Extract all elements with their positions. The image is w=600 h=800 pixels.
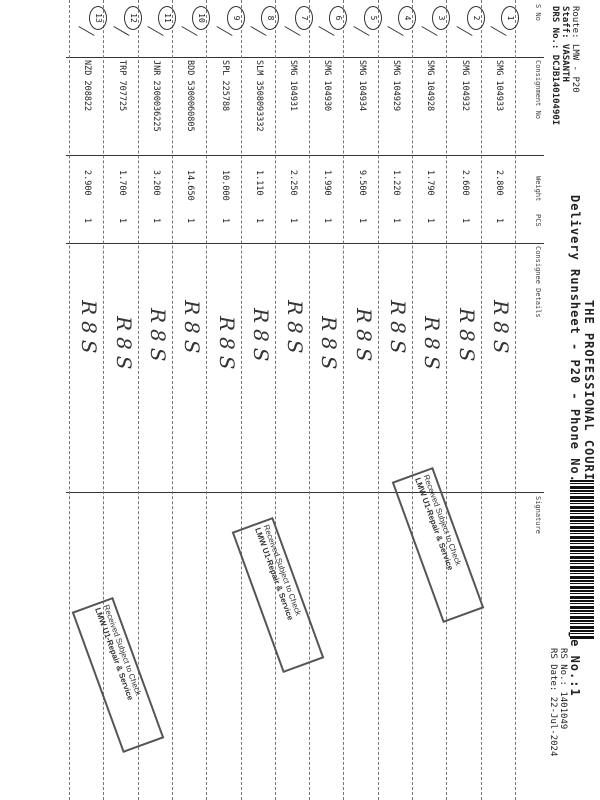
- row-line: [274, 0, 276, 800]
- weight: 2.250: [288, 170, 299, 196]
- receiver-signature: R8S: [111, 316, 136, 376]
- row-line: [446, 0, 448, 800]
- col-signature: Signature: [534, 496, 542, 534]
- consignment-no: SMG 104933: [494, 60, 504, 112]
- receiver-signature: R8S: [283, 300, 308, 360]
- rs-no: RS No.: 1401049: [558, 648, 568, 730]
- receiver-signature: R8S: [317, 316, 342, 376]
- sno-circle: 7: [295, 6, 314, 30]
- barcode: [570, 480, 594, 640]
- pcs: 1: [185, 218, 196, 224]
- receiver-signature: R8S: [180, 300, 205, 360]
- weight: 10.000: [219, 170, 230, 201]
- sno-circle: 10: [192, 6, 211, 30]
- weight: 9.500: [356, 170, 367, 196]
- sno-circle: 13: [89, 6, 108, 30]
- receiver-signature: R8S: [489, 300, 513, 360]
- receiver-signature: R8S: [146, 308, 170, 368]
- col-consignment: Consignment No: [534, 60, 542, 120]
- pcs: 1: [322, 218, 333, 224]
- receiver-signature: R8S: [454, 308, 479, 368]
- weight: 1.110: [253, 170, 264, 196]
- pcs: 1: [356, 218, 367, 224]
- sno-circle: 12: [123, 6, 142, 30]
- row-line: [377, 0, 379, 800]
- weight: 2.800: [494, 170, 504, 196]
- row-line: [343, 0, 345, 800]
- consignment-no: SMG 104931: [288, 60, 299, 112]
- consignment-no: SLM 3508093332: [253, 60, 264, 132]
- pcs: 1: [82, 218, 93, 224]
- receiver-signature: R8S: [420, 316, 445, 376]
- row-line: [172, 0, 173, 800]
- pcs: 1: [151, 218, 161, 224]
- weight: 1.700: [116, 170, 127, 196]
- row-line: [240, 0, 242, 800]
- receiver-signature: R8S: [351, 308, 376, 368]
- weight: 1.790: [425, 170, 436, 196]
- row-line: [480, 0, 482, 800]
- pcs: 1: [425, 218, 436, 224]
- sno-circle: 6: [329, 6, 348, 30]
- sno-circle: 9: [226, 6, 245, 30]
- row-line: [412, 0, 414, 800]
- consignment-no: NZD 208822: [82, 60, 93, 112]
- receiver-signature: R8S: [77, 300, 102, 360]
- consignment-no: SMG 104928: [425, 60, 436, 112]
- drs-no: DRS No.: DCJB14010490I: [550, 6, 560, 126]
- col-sno: S No: [534, 4, 542, 21]
- staff: Staff: VASANTH: [560, 6, 570, 82]
- consignment-no: SMG 104930: [322, 60, 333, 112]
- col-consignee: Consignee Details: [534, 246, 542, 318]
- pcs: 1: [253, 218, 264, 224]
- sno-circle: 11: [158, 6, 176, 30]
- pcs: 1: [288, 218, 299, 224]
- row-line: [206, 0, 208, 800]
- col-pcs: PCS: [534, 214, 542, 227]
- consignment-no: SPL 225788: [219, 60, 230, 112]
- consignment-no: BDD 5300060805: [185, 60, 196, 132]
- sno-circle: 5: [363, 6, 382, 30]
- weight: 1.220: [391, 170, 402, 196]
- weight: 3.200: [151, 170, 161, 196]
- weight: 2.600: [459, 170, 470, 196]
- col-weight: Weight: [534, 176, 542, 202]
- consignment-no: SMG 104929: [391, 60, 402, 112]
- receiver-signature: R8S: [386, 300, 411, 360]
- weight: 14.650: [185, 170, 196, 201]
- receiver-signature: R8S: [214, 316, 239, 376]
- consignment-no: TRP 707725: [116, 60, 127, 112]
- weight: 2.900: [82, 170, 93, 196]
- weight: 1.990: [322, 170, 333, 196]
- sno-circle: 3: [432, 6, 451, 30]
- sno-circle: 8: [260, 6, 279, 30]
- row-line: [309, 0, 311, 800]
- receiver-signature: R8S: [248, 308, 273, 368]
- rs-date: RS Date: 22-Jul-2024: [548, 648, 558, 757]
- sno-circle: 2: [466, 6, 485, 30]
- sno-circle: 1: [501, 6, 519, 30]
- pcs: 1: [459, 218, 470, 224]
- consignment-no: SMG 104934: [356, 60, 367, 112]
- pcs: 1: [391, 218, 402, 224]
- row-line: [515, 0, 516, 800]
- row-line: [69, 0, 71, 800]
- pcs: 1: [219, 218, 230, 224]
- consignment-no: SMG 104932: [459, 60, 470, 112]
- route: Route: LMW - P20: [570, 6, 580, 93]
- consignment-no: JNR 2300036225: [151, 60, 161, 132]
- pcs: 1: [494, 218, 504, 224]
- sno-circle: 4: [398, 6, 417, 30]
- pcs: 1: [116, 218, 127, 224]
